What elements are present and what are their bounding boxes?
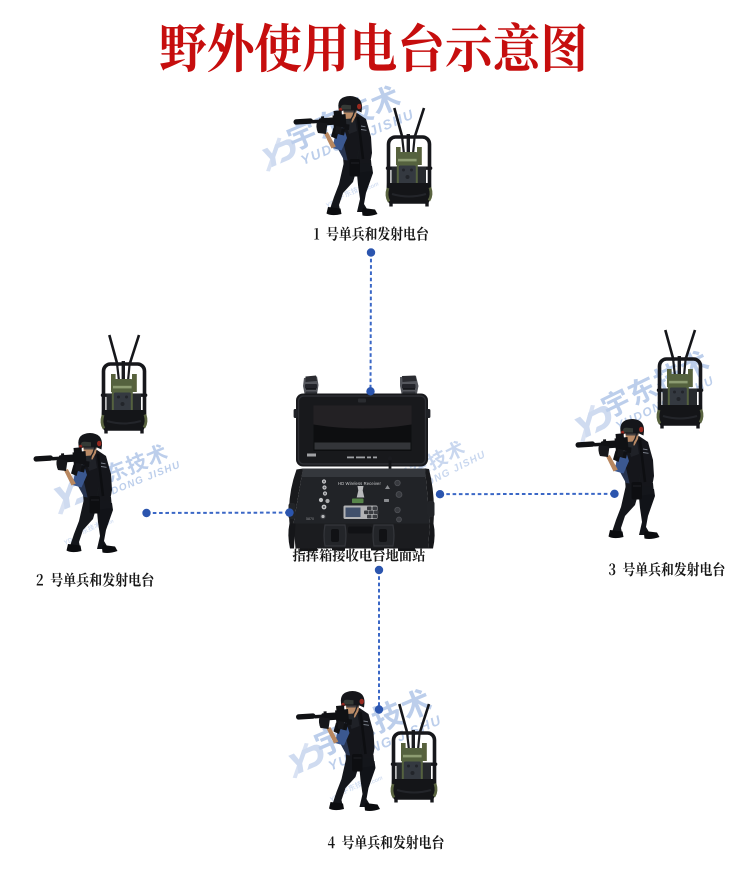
svg-text:.com: .com bbox=[366, 181, 380, 192]
svg-text:.com: .com bbox=[370, 775, 384, 786]
svg-text:YD: YD bbox=[325, 200, 337, 210]
svg-text:HD Wireless Receiver: HD Wireless Receiver bbox=[338, 481, 381, 486]
svg-text:5870: 5870 bbox=[306, 517, 314, 521]
svg-text:.com: .com bbox=[101, 518, 115, 529]
svg-text:YD: YD bbox=[63, 537, 74, 547]
